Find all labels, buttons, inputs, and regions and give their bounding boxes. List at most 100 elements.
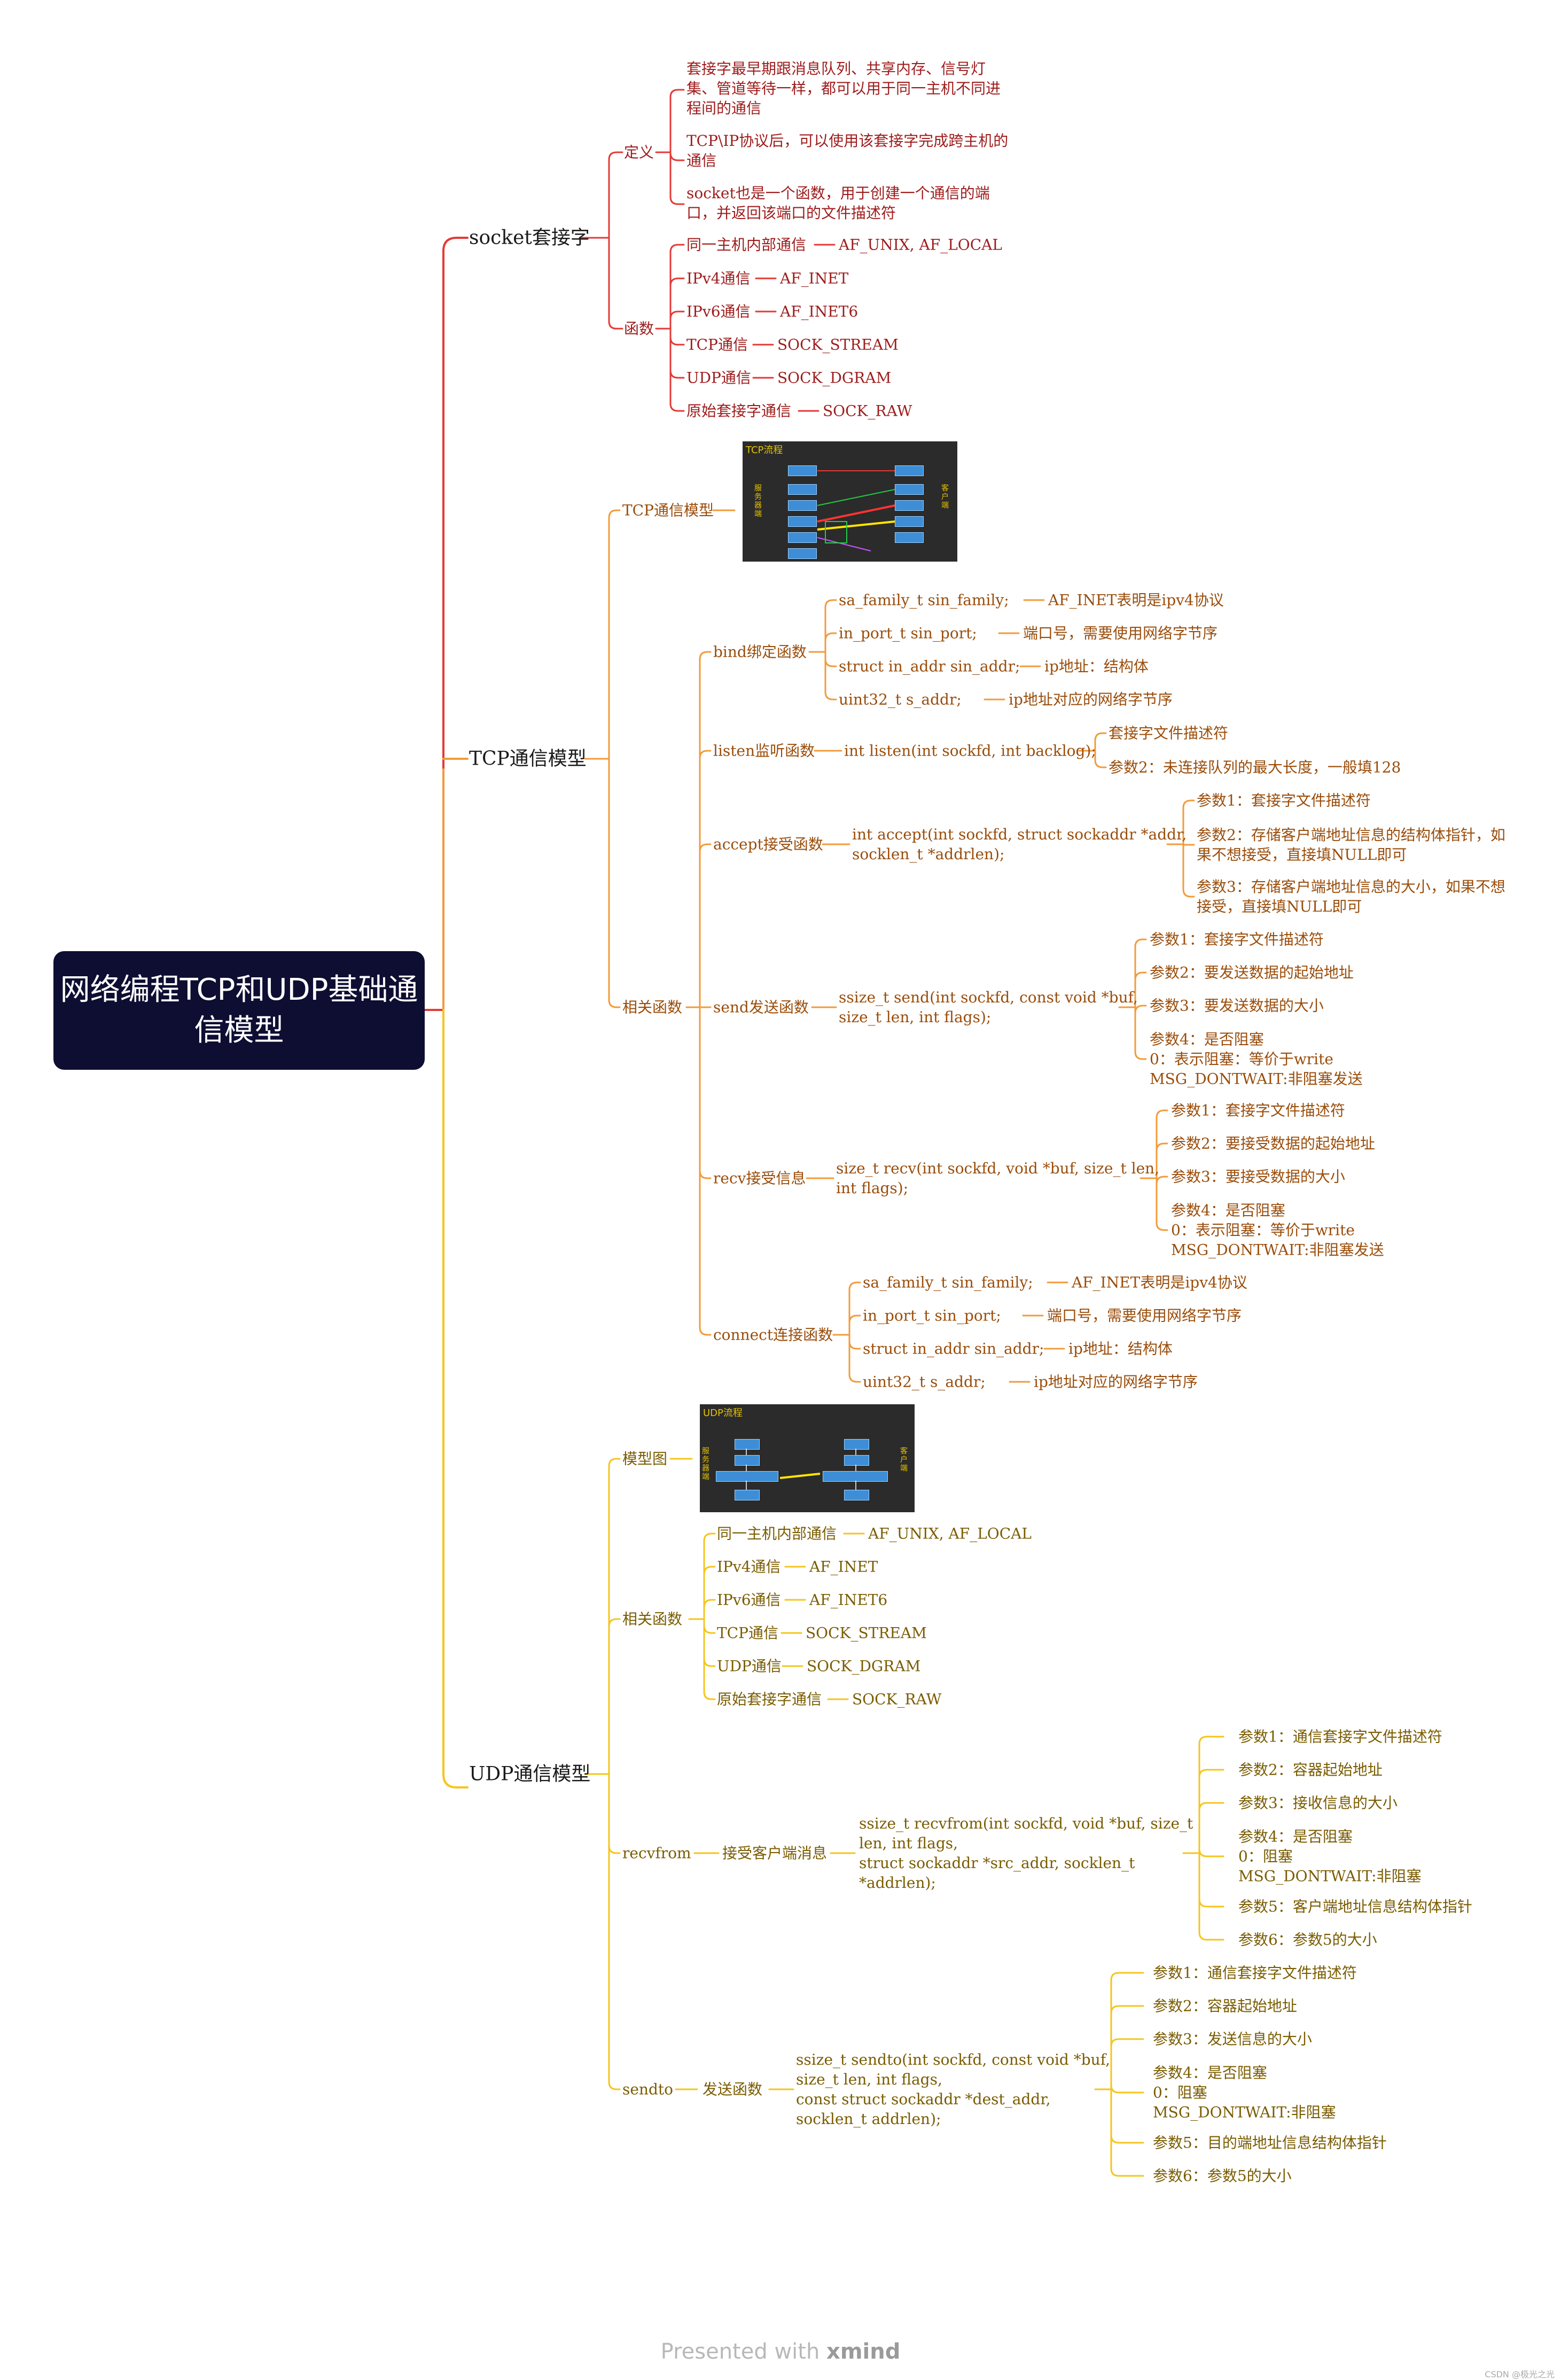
socket-def-label[interactable]: 定义 <box>624 143 654 161</box>
udp-row-value[interactable]: SOCK_RAW <box>852 1690 942 1708</box>
udp-row-label[interactable]: UDP通信 <box>717 1657 782 1675</box>
connector <box>1198 1769 1224 1778</box>
connect-row-value[interactable]: ip地址：结构体 <box>1068 1340 1173 1358</box>
socket-func-row-label[interactable]: 原始套接字通信 <box>686 402 792 420</box>
udp-model-label[interactable]: 模型图 <box>622 1450 668 1468</box>
send-param[interactable]: 参数3：要发送数据的大小 <box>1150 997 1324 1015</box>
sendto-param[interactable]: 参数5：目的端地址信息结构体指针 <box>1153 2134 1387 2152</box>
recvfrom-param[interactable]: 参数4：是否阻塞 0：阻塞 MSG_DONTWAIT:非阻塞 <box>1238 1827 1422 1885</box>
connect-row-value[interactable]: ip地址对应的网络字节序 <box>1034 1373 1198 1391</box>
sendto-param[interactable]: 参数2：容器起始地址 <box>1153 1997 1297 2015</box>
socket-func-row-label[interactable]: IPv6通信 <box>686 302 751 321</box>
tcp-model-label[interactable]: TCP通信模型 <box>622 501 714 519</box>
sendto-param[interactable]: 参数6：参数5的大小 <box>1153 2167 1292 2185</box>
sendto-param[interactable]: 参数3：发送信息的大小 <box>1153 2030 1312 2048</box>
socket-func-row-value[interactable]: AF_INET <box>780 269 849 287</box>
bind-row-label[interactable]: struct in_addr sin_addr; <box>839 657 1020 675</box>
connect-row-value[interactable]: 端口号，需要使用网络字节序 <box>1047 1306 1242 1325</box>
send-signature[interactable]: ssize_t send(int sockfd, const void *buf… <box>839 989 1138 1026</box>
sendto-signature[interactable]: ssize_t sendto(int sockfd, const void *b… <box>796 2051 1110 2128</box>
udp-row-value[interactable]: AF_INET6 <box>809 1591 888 1609</box>
udp-row-label[interactable]: 原始套接字通信 <box>717 1690 822 1708</box>
recv-signature[interactable]: size_t recv(int sockfd, void *buf, size_… <box>836 1160 1160 1197</box>
recvfrom-param[interactable]: 参数2：容器起始地址 <box>1238 1761 1383 1779</box>
socket-func-row-value[interactable]: SOCK_STREAM <box>777 336 899 354</box>
connect-row-label[interactable]: sa_family_t sin_family; <box>863 1273 1033 1292</box>
bind-row-label[interactable]: in_port_t sin_port; <box>839 624 977 642</box>
recv-param[interactable]: 参数4：是否阻塞 0：表示阻塞：等价于write MSG_DONTWAIT:非阻… <box>1171 1201 1384 1259</box>
tcp-accept-label[interactable]: accept接受函数 <box>713 835 823 853</box>
sendto-sub[interactable]: 发送函数 <box>703 2080 763 2098</box>
bind-row-value[interactable]: 端口号，需要使用网络字节序 <box>1023 624 1218 642</box>
socket-func-row-value[interactable]: AF_INET6 <box>780 302 858 321</box>
sendto-label[interactable]: sendto <box>622 2080 674 2098</box>
sendto-param[interactable]: 参数4：是否阻塞 0：阻塞 MSG_DONTWAIT:非阻塞 <box>1153 2064 1336 2121</box>
accept-param[interactable]: 参数2：存储客户端地址信息的结构体指针，如 果不想接受，直接填NULL即可 <box>1197 826 1505 864</box>
recvfrom-sub[interactable]: 接受客户端消息 <box>722 1844 828 1862</box>
udp-funcs-label[interactable]: 相关函数 <box>622 1610 683 1628</box>
recvfrom-param[interactable]: 参数3：接收信息的大小 <box>1238 1794 1398 1812</box>
listen-param[interactable]: 套接字文件描述符 <box>1109 724 1229 742</box>
connector <box>699 1170 712 1179</box>
socket-def-item[interactable]: TCP\IP协议后，可以使用该套接字完成跨主机的 通信 <box>686 132 1009 169</box>
socket-func-row-value[interactable]: SOCK_DGRAM <box>777 369 892 387</box>
recvfrom-param[interactable]: 参数5：客户端地址信息结构体指针 <box>1238 1897 1472 1916</box>
udp-row-label[interactable]: 同一主机内部通信 <box>717 1525 837 1543</box>
tcp-recv-label[interactable]: recv接受信息 <box>713 1169 806 1187</box>
connect-row-label[interactable]: uint32_t s_addr; <box>863 1373 986 1391</box>
bind-row-value[interactable]: ip地址：结构体 <box>1044 657 1149 675</box>
recvfrom-signature[interactable]: ssize_t recvfrom(int sockfd, void *buf, … <box>859 1815 1193 1892</box>
udp-row-value[interactable]: SOCK_STREAM <box>806 1624 927 1642</box>
accept-signature[interactable]: int accept(int sockfd, struct sockaddr *… <box>852 826 1187 863</box>
socket-func-row-label[interactable]: TCP通信 <box>686 336 748 354</box>
tcp-bind-label[interactable]: bind绑定函数 <box>713 643 807 661</box>
bind-row-value[interactable]: AF_INET表明是ipv4协议 <box>1048 591 1224 609</box>
tcp-topic[interactable]: TCP通信模型 <box>469 748 587 770</box>
udp-row-value[interactable]: SOCK_DGRAM <box>807 1657 921 1675</box>
recv-param[interactable]: 参数2：要接受数据的起始地址 <box>1171 1134 1375 1153</box>
socket-topic[interactable]: socket套接字 <box>469 227 590 249</box>
listen-signature[interactable]: int listen(int sockfd, int backlog); <box>844 742 1096 760</box>
socket-def-item[interactable]: 套接字最早期跟消息队列、共享内存、信号灯 集、管道等待一样，都可以用于同一主机不… <box>686 60 1001 117</box>
accept-param[interactable]: 参数1：套接字文件描述符 <box>1197 791 1371 810</box>
socket-func-row-label[interactable]: IPv4通信 <box>686 269 751 287</box>
socket-func-row-label[interactable]: UDP通信 <box>686 369 751 387</box>
connect-row-label[interactable]: struct in_addr sin_addr; <box>863 1340 1044 1358</box>
recvfrom-label[interactable]: recvfrom <box>622 1844 691 1862</box>
socket-func-label[interactable]: 函数 <box>624 320 654 338</box>
connector <box>669 369 685 379</box>
accept-param[interactable]: 参数3：存储客户端地址信息的大小，如果不想 接受，直接填NULL即可 <box>1197 878 1505 915</box>
tcp-connect-label[interactable]: connect连接函数 <box>713 1326 833 1344</box>
bind-row-label[interactable]: sa_family_t sin_family; <box>839 591 1009 609</box>
send-param[interactable]: 参数4：是否阻塞 0：表示阻塞：等价于write MSG_DONTWAIT:非阻… <box>1150 1030 1363 1088</box>
root-topic[interactable]: 网络编程TCP和UDP基础通信模型 <box>53 951 425 1070</box>
udp-row-value[interactable]: AF_INET <box>809 1558 878 1576</box>
udp-topic[interactable]: UDP通信模型 <box>469 1763 591 1785</box>
recv-param[interactable]: 参数3：要接受数据的大小 <box>1171 1168 1345 1186</box>
socket-def-item[interactable]: socket也是一个函数，用于创建一个通信的端 口，并返回该端口的文件描述符 <box>686 184 990 222</box>
recvfrom-param[interactable]: 参数1：通信套接字文件描述符 <box>1238 1728 1442 1746</box>
connector <box>1110 2084 1144 2094</box>
socket-func-row-value[interactable]: AF_UNIX, AF_LOCAL <box>839 236 1002 254</box>
watermark: CSDN @极光之光 <box>1485 2369 1555 2379</box>
tcp-listen-label[interactable]: listen监听函数 <box>713 742 815 760</box>
connect-row-label[interactable]: in_port_t sin_port; <box>863 1306 1001 1325</box>
udp-row-label[interactable]: IPv4通信 <box>717 1558 781 1576</box>
recv-param[interactable]: 参数1：套接字文件描述符 <box>1171 1101 1345 1119</box>
tcp-send-label[interactable]: send发送函数 <box>713 998 809 1016</box>
socket-func-row-value[interactable]: SOCK_RAW <box>823 402 912 420</box>
connector <box>442 237 469 1011</box>
bind-row-label[interactable]: uint32_t s_addr; <box>839 690 962 709</box>
tcp-funcs-label[interactable]: 相关函数 <box>622 998 683 1016</box>
send-param[interactable]: 参数2：要发送数据的起始地址 <box>1150 963 1354 982</box>
udp-row-label[interactable]: IPv6通信 <box>717 1591 781 1609</box>
listen-param[interactable]: 参数2：未连接队列的最大长度，一般填128 <box>1109 758 1401 776</box>
socket-func-row-label[interactable]: 同一主机内部通信 <box>686 236 807 254</box>
sendto-param[interactable]: 参数1：通信套接字文件描述符 <box>1153 1964 1357 1982</box>
bind-row-value[interactable]: ip地址对应的网络字节序 <box>1009 690 1173 709</box>
recvfrom-param[interactable]: 参数6：参数5的大小 <box>1238 1931 1377 1949</box>
connect-row-value[interactable]: AF_INET表明是ipv4协议 <box>1072 1273 1247 1292</box>
send-param[interactable]: 参数1：套接字文件描述符 <box>1150 930 1324 948</box>
udp-row-label[interactable]: TCP通信 <box>717 1624 778 1642</box>
udp-row-value[interactable]: AF_UNIX, AF_LOCAL <box>868 1525 1032 1543</box>
